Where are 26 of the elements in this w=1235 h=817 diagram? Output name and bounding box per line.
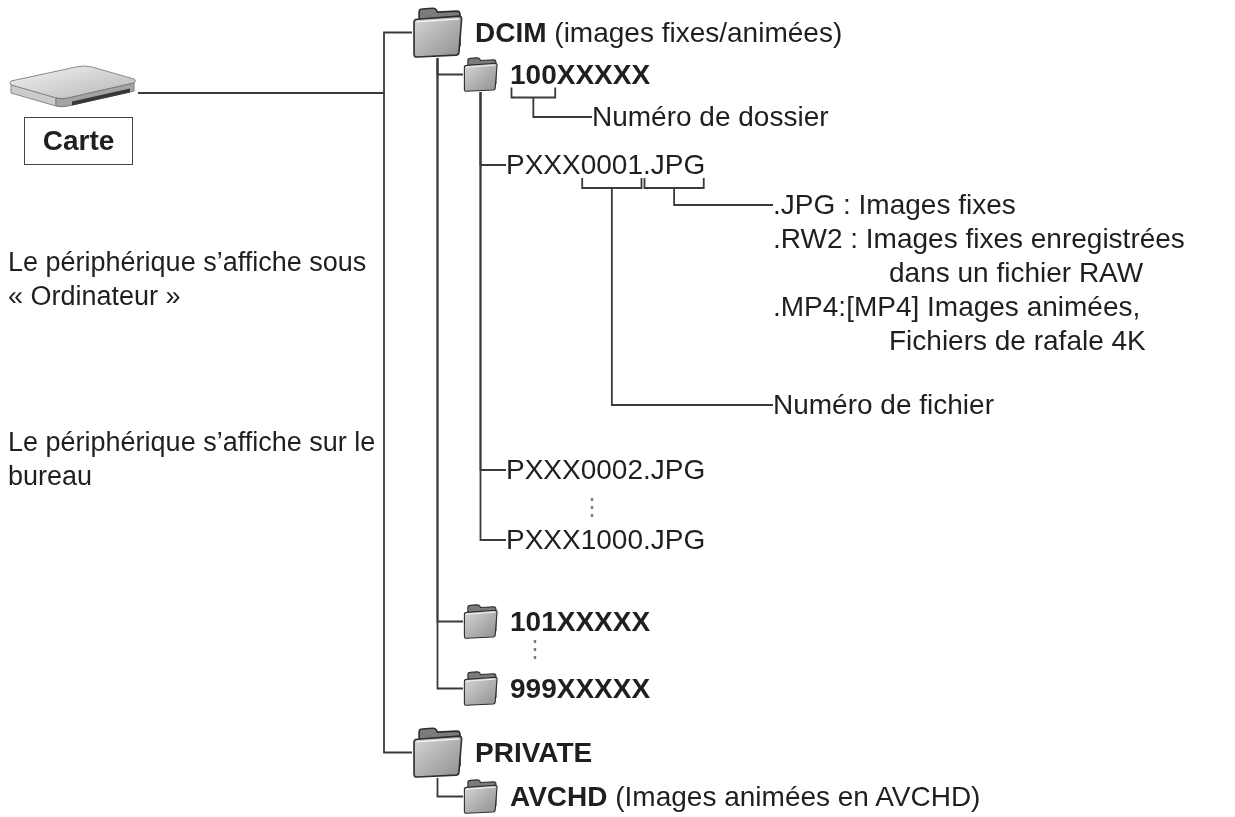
tree-connector [137, 92, 413, 754]
extension-description: .JPG : Images fixes [773, 188, 1016, 222]
folder-name: AVCHD (Images animées en AVCHD) [510, 779, 981, 814]
memory-card-icon [8, 64, 138, 110]
description-text: Le périphérique s’affiche sous « Ordinateur » [8, 246, 368, 313]
ellipsis-mark: ⋮ [523, 637, 547, 661]
extension-description: .MP4:[MP4] Images animées, Fichiers de rafale 4K [773, 290, 1147, 358]
leader-line [532, 96, 593, 118]
extension-description: .RW2 : Images fixes enregistrées dans un fichier RAW [773, 222, 1186, 290]
file-name: PXXX1000.JPG [506, 523, 706, 557]
folder-name: PRIVATE [475, 735, 593, 770]
description-text: Le périphérique s’affiche sur le bureau [8, 426, 377, 493]
tree-connector [436, 777, 464, 798]
leader-line [673, 187, 774, 206]
folder-name: 999XXXXX [510, 671, 651, 706]
ellipsis-mark: ⋮ [580, 495, 604, 519]
leader-line [610, 187, 774, 406]
file-name: PXXX0002.JPG [506, 453, 706, 487]
leader-label: Numéro de fichier [773, 388, 994, 422]
leader-label: Numéro de dossier [592, 100, 829, 134]
folder-name: DCIM (images fixes/animées) [475, 15, 843, 50]
folder-name: 100XXXXX [510, 57, 651, 92]
file-name: PXXX0001.JPG [506, 148, 706, 182]
label-box: Carte [24, 117, 133, 165]
tree-connector [479, 91, 507, 541]
folder-name: 101XXXXX [510, 604, 651, 639]
